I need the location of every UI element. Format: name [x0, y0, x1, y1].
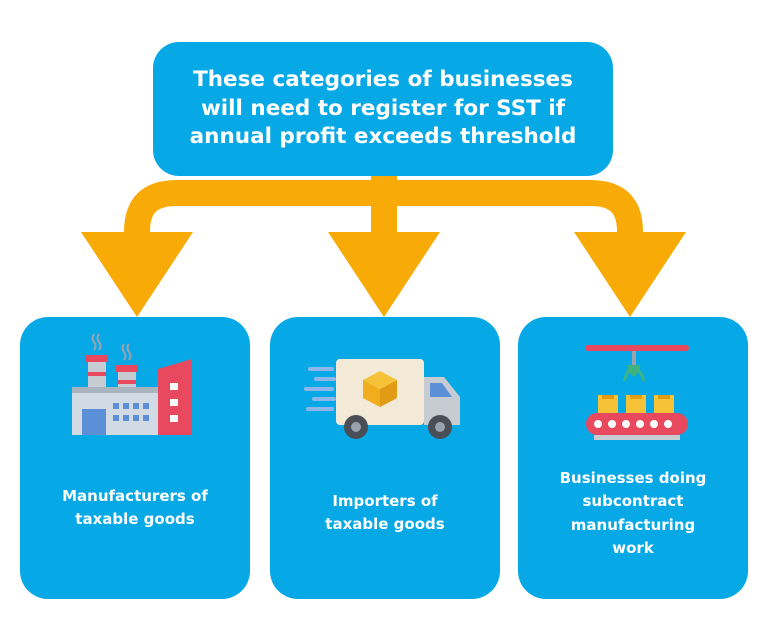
card-label-subcontract: Businesses doing subcontract manufacturi…: [559, 469, 707, 557]
factory-icon: [72, 333, 192, 435]
header-box: These categories of businesses will need…: [153, 42, 613, 176]
header-text: These categories of businesses will need…: [189, 67, 577, 150]
card-label-importers: Importers of taxable goods: [325, 492, 445, 534]
arrow-center: [328, 232, 440, 317]
card-subcontract: Businesses doing subcontract manufacturi…: [518, 317, 748, 599]
arrow-left: [81, 232, 193, 317]
card-label-manufacturers: Manufacturers of taxable goods: [62, 487, 208, 529]
card-manufacturers: Manufacturers of taxable goods: [20, 317, 250, 599]
arrow-right: [574, 232, 686, 317]
delivery-truck-icon: [304, 359, 460, 439]
conveyor-belt-icon: [585, 345, 689, 440]
card-importers: Importers of taxable goods: [270, 317, 500, 599]
